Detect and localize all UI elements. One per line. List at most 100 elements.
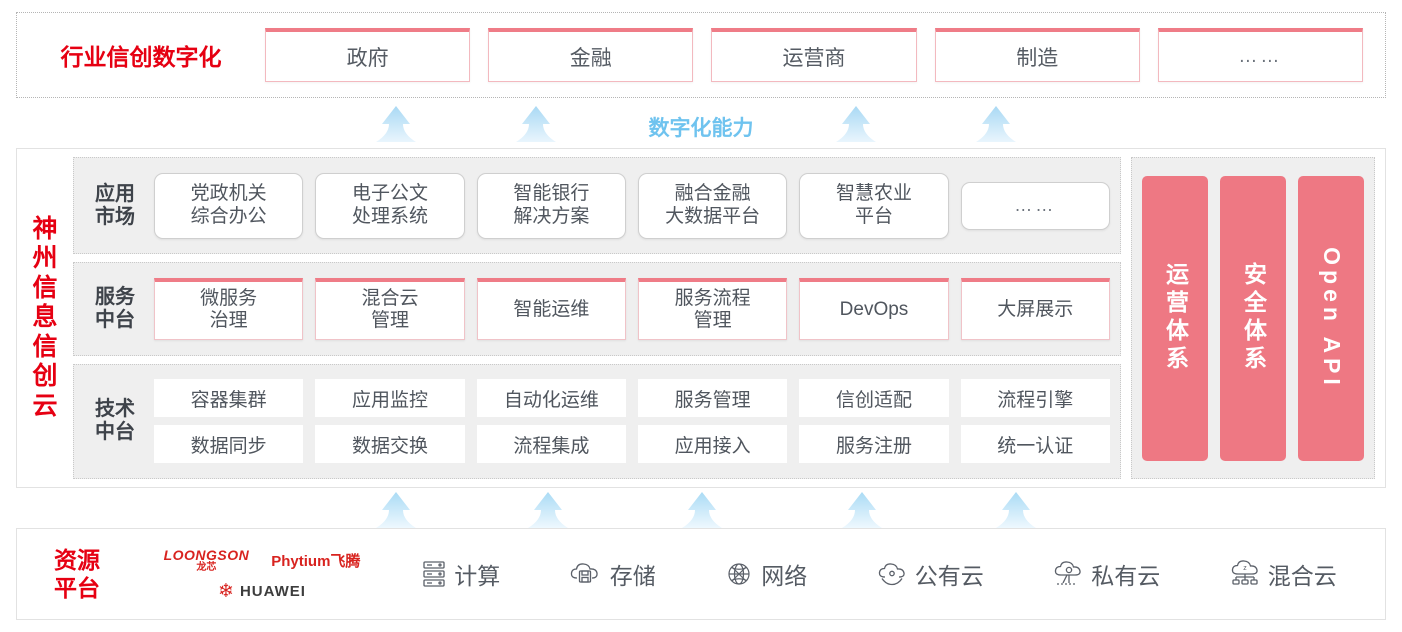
resource-item-hybrid-cloud[interactable]: z 混合云 (1229, 557, 1337, 591)
huawei-logo: ❄ HUAWEI (218, 580, 306, 602)
up-arrow-icon (992, 490, 1040, 530)
cloud-title-char: 神 (32, 214, 58, 243)
cloud-title-char: 云 (32, 391, 58, 420)
tech-item-service-management[interactable]: 服务管理 (637, 379, 788, 418)
cloud-title-char: 信 (32, 332, 58, 361)
app-item-more[interactable]: …… (960, 181, 1110, 230)
industry-item-list: 政府 金融 运营商 制造 …… (265, 13, 1385, 97)
capability-arrows-top (0, 100, 1402, 144)
cloud-storage-icon (569, 559, 603, 589)
vendor-logo-row: LOONGSON 龙芯 Phytium飞腾 (164, 548, 361, 573)
service-item-hybrid-cloud-management[interactable]: 混合云管理 (315, 277, 465, 340)
application-item-list: 党政机关综合办公 电子公文处理系统 智能银行解决方案 融合金融大数据平台 智慧农 (146, 172, 1110, 239)
app-item-smart-bank[interactable]: 智能银行解决方案 (476, 172, 626, 239)
service-item-service-process-management[interactable]: 服务流程管理 (637, 277, 788, 340)
tech-item-app-access[interactable]: 应用接入 (637, 425, 788, 464)
industry-band: 行业信创数字化 政府 金融 运营商 制造 …… (16, 12, 1386, 98)
service-item-devops[interactable]: DevOps (799, 277, 949, 340)
vertical-pillars: 运营体系 安全体系 Open API (1131, 157, 1375, 479)
resource-item-private-cloud[interactable]: 私有云 (1052, 557, 1160, 591)
vendor-logo-row: ❄ HUAWEI (218, 582, 306, 601)
service-item-intelligent-ops[interactable]: 智能运维 (476, 277, 626, 340)
up-arrow-icon (832, 104, 880, 144)
industry-item-finance[interactable]: 金融 (488, 28, 694, 82)
pillar-label: Open API (1318, 246, 1345, 390)
layer-label-technical-platform: 技术 中台 (95, 398, 135, 444)
resource-item-label: 公有云 (914, 563, 984, 589)
tech-item-automated-ops[interactable]: 自动化运维 (476, 379, 626, 418)
cloud-title-char: 州 (32, 244, 58, 273)
cloud-title: 神 州 信 息 信 创 云 (17, 149, 73, 487)
resource-item-compute[interactable]: 计算 (421, 557, 500, 591)
cloud-title-char: 创 (32, 362, 58, 391)
phytium-logo: Phytium飞腾 (271, 552, 361, 570)
industry-band-title: 行业信创数字化 (60, 44, 222, 70)
pillar-operation-system[interactable]: 运营体系 (1142, 175, 1208, 461)
tech-item-unified-auth[interactable]: 统一认证 (960, 425, 1110, 464)
loongson-logo: LOONGSON 龙芯 (163, 546, 250, 573)
layer-technical-platform: 技术 中台 容器集群 应用监控 自动化运维 服务管理 信创适配 流程引擎 (73, 363, 1121, 479)
resource-item-label: 存储 (609, 563, 656, 589)
industry-item-more[interactable]: …… (1157, 28, 1364, 82)
svg-text:z: z (1243, 565, 1247, 572)
up-arrow-icon (372, 104, 420, 144)
app-item-smart-agriculture[interactable]: 智慧农业平台 (799, 172, 949, 239)
industry-item-operator[interactable]: 运营商 (711, 28, 917, 82)
pillar-open-api[interactable]: Open API (1298, 175, 1364, 461)
tech-item-service-registry[interactable]: 服务注册 (799, 425, 949, 464)
technical-row: 容器集群 应用监控 自动化运维 服务管理 信创适配 流程引擎 (154, 379, 1110, 418)
layer-application-market: 应用 市场 党政机关综合办公 电子公文处理系统 智能银行解决方案 (73, 157, 1121, 255)
server-icon (421, 559, 447, 589)
resource-item-label: 混合云 (1267, 563, 1337, 589)
resource-item-label: 网络 (761, 563, 808, 589)
industry-item-government[interactable]: 政府 (265, 28, 471, 82)
up-arrow-icon (512, 104, 560, 144)
up-arrow-icon (372, 490, 420, 530)
up-arrow-icon (972, 104, 1020, 144)
vendor-logo-group: LOONGSON 龙芯 Phytium飞腾 ❄ HUAWEI (137, 548, 387, 601)
cloud-body: 应用 市场 党政机关综合办公 电子公文处理系统 智能银行解决方案 (73, 149, 1385, 487)
layer-label-application-market: 应用 市场 (95, 182, 135, 228)
up-arrow-icon (838, 490, 886, 530)
resource-arrows (0, 488, 1402, 530)
network-icon (724, 559, 754, 589)
resource-item-label: 计算 (454, 563, 501, 589)
up-arrow-icon (678, 490, 726, 530)
resource-item-list: 计算 存储 (387, 557, 1385, 591)
tech-item-xinchuang-adaptation[interactable]: 信创适配 (799, 379, 949, 418)
resource-item-network[interactable]: 网络 (724, 557, 807, 591)
service-item-microservice-governance[interactable]: 微服务治理 (154, 277, 304, 340)
tech-item-container-cluster[interactable]: 容器集群 (154, 379, 304, 418)
service-item-large-screen-display[interactable]: 大屏展示 (960, 277, 1110, 340)
huawei-flower-icon: ❄ (218, 580, 234, 602)
resource-item-label: 私有云 (1091, 563, 1161, 589)
tech-item-process-engine[interactable]: 流程引擎 (960, 379, 1110, 418)
cloud-title-char: 息 (32, 303, 58, 332)
resource-item-public-cloud[interactable]: 公有云 (876, 557, 984, 591)
pillar-label: 安全体系 (1240, 262, 1267, 374)
tech-item-data-exchange[interactable]: 数据交换 (315, 425, 465, 464)
app-item-edoc-system[interactable]: 电子公文处理系统 (315, 172, 465, 239)
cloud-container: 神 州 信 息 信 创 云 应用 市场 党政机关综合办公 (16, 148, 1386, 488)
resource-platform-title: 资源 平台 (54, 546, 100, 601)
pillar-label: 运营体系 (1162, 262, 1189, 374)
hybrid-cloud-icon: z (1229, 559, 1261, 589)
layer-label-service-platform: 服务 中台 (95, 285, 135, 331)
private-cloud-icon (1052, 559, 1084, 589)
technical-row: 数据同步 数据交换 流程集成 应用接入 服务注册 统一认证 (154, 425, 1110, 464)
up-arrow-icon (524, 490, 572, 530)
tech-item-app-monitoring[interactable]: 应用监控 (315, 379, 465, 418)
pillar-security-system[interactable]: 安全体系 (1220, 175, 1286, 461)
tech-item-process-integration[interactable]: 流程集成 (476, 425, 626, 464)
technical-item-grid: 容器集群 应用监控 自动化运维 服务管理 信创适配 流程引擎 数据同步 数据交换… (146, 379, 1110, 464)
layer-rows: 应用 市场 党政机关综合办公 电子公文处理系统 智能银行解决方案 (73, 157, 1121, 479)
resource-platform: 资源 平台 LOONGSON 龙芯 Phytium飞腾 ❄ HUAWEI (16, 528, 1386, 620)
layer-service-platform: 服务 中台 微服务治理 混合云管理 智能运维 (73, 262, 1121, 356)
industry-item-manufacturing[interactable]: 制造 (934, 28, 1140, 82)
app-item-government-office[interactable]: 党政机关综合办公 (154, 172, 304, 239)
service-item-list: 微服务治理 混合云管理 智能运维 服务流程管理 DevOps (146, 277, 1110, 340)
capability-label: 数字化能力 (648, 117, 754, 140)
tech-item-data-sync[interactable]: 数据同步 (154, 425, 304, 464)
resource-item-storage[interactable]: 存储 (569, 557, 656, 591)
app-item-finance-bigdata[interactable]: 融合金融大数据平台 (637, 172, 788, 239)
